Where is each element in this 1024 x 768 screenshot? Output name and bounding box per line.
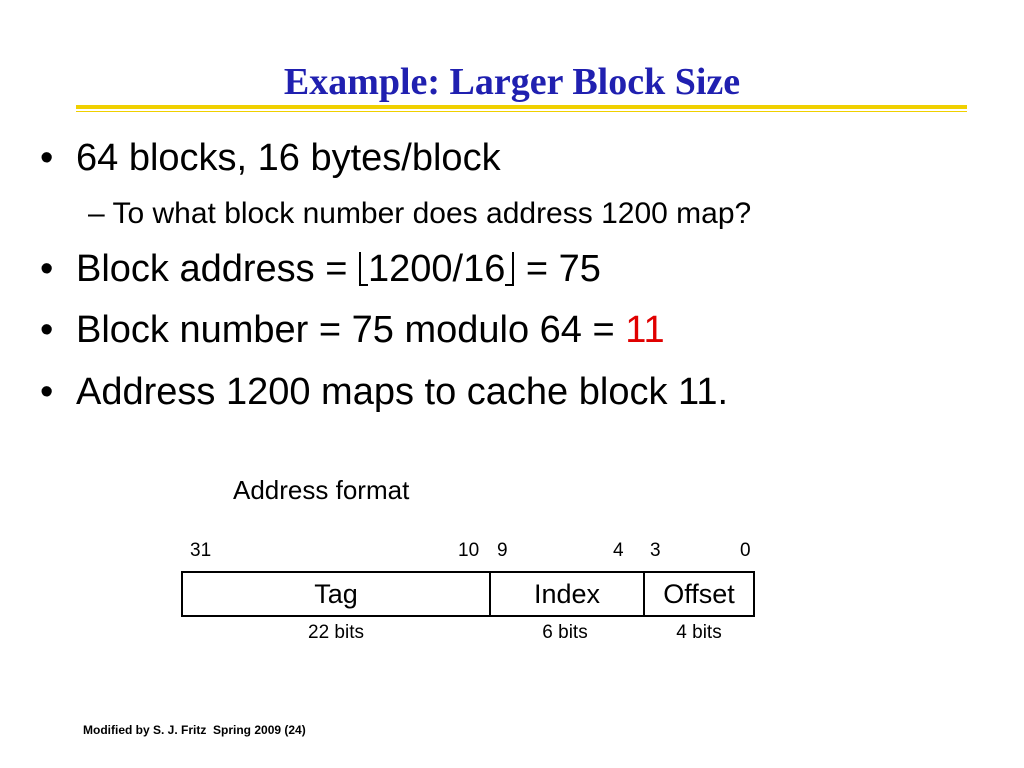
offset-field: Offset: [663, 579, 735, 609]
bit-number-0: 0: [740, 540, 751, 561]
bullet-dot: •: [40, 371, 54, 413]
slide-footer: Modified by S. J. Fritz Spring 2009 (24): [83, 723, 306, 737]
bit-number-10: 10: [458, 540, 480, 561]
block-number-label: Block number = 75 modulo 64 =: [76, 309, 626, 351]
title-underline: [76, 105, 967, 109]
tag-width-label: 22 bits: [308, 622, 364, 643]
block-number-answer: 11: [625, 309, 665, 351]
bullet-text: Block number = 75 modulo 64 = 11: [76, 307, 665, 353]
floor-left-bracket: [358, 252, 368, 286]
bit-number-31: 31: [190, 540, 212, 561]
index-field: Index: [533, 579, 601, 609]
block-address-result: = 75: [515, 248, 601, 290]
bit-number-4: 4: [613, 540, 624, 561]
block-address-label: Block address =: [76, 248, 358, 290]
offset-width-label: 4 bits: [676, 622, 722, 643]
title-underline-thin: [76, 111, 967, 112]
bit-number-9: 9: [497, 540, 508, 561]
bit-number-3: 3: [650, 540, 661, 561]
index-width-label: 6 bits: [542, 622, 588, 643]
address-format-label: Address format: [233, 475, 410, 505]
field-divider: [489, 573, 491, 615]
bullet-dot: •: [40, 137, 54, 179]
field-divider: [643, 573, 645, 615]
address-field-diagram: Tag Index Offset: [181, 571, 755, 617]
bullet-dot: •: [40, 248, 54, 290]
bullet-text: Block address = 1200/16 = 75: [76, 246, 601, 292]
bullet-text: 64 blocks, 16 bytes/block: [76, 137, 501, 179]
block-address-expr: 1200/16: [367, 248, 506, 290]
floor-right-bracket: [505, 252, 515, 286]
bullet-dot: •: [40, 309, 54, 351]
slide-title: Example: Larger Block Size: [283, 61, 741, 103]
sub-bullet-question: – To what block number does address 1200…: [88, 197, 752, 230]
bullet-text: Address 1200 maps to cache block 11.: [76, 371, 729, 413]
tag-field: Tag: [314, 579, 358, 609]
